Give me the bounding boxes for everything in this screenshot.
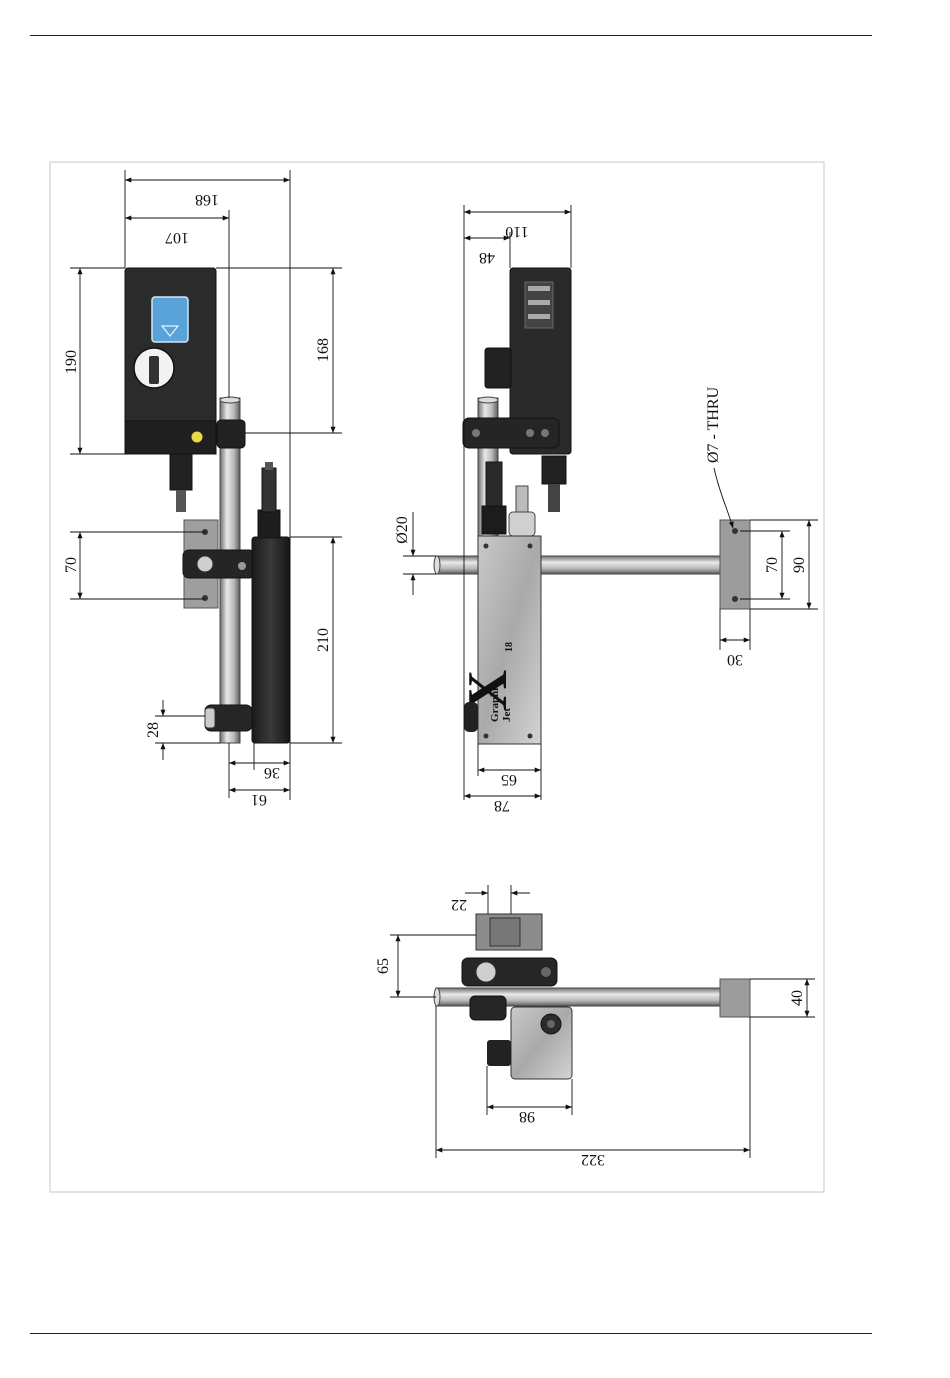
dim-90-plate: 90 (791, 557, 808, 573)
dim-70-bracket: 70 (63, 557, 80, 573)
brand-model: 18 (504, 642, 515, 652)
right-view: X Graphic Jet 18 (394, 205, 818, 814)
dim-110-width: 110 (505, 223, 528, 240)
dim-48-width: 48 (479, 249, 495, 266)
hole-callout: Ø7 - THRU (705, 386, 722, 463)
dim-65-height: 65 (375, 958, 392, 974)
dim-40-end: 40 (789, 990, 806, 1006)
status-led-icon (191, 431, 203, 443)
dim-30-plate: 30 (727, 651, 743, 668)
dim-22-width: 22 (451, 896, 467, 913)
dim-78-width: 78 (494, 797, 510, 814)
ink-reservoir (252, 537, 290, 743)
dim-322-total: 322 (581, 1151, 605, 1168)
dim-107-width: 107 (165, 229, 189, 246)
dim-210-height: 210 (315, 628, 332, 652)
dim-98-width: 98 (519, 1108, 535, 1125)
dim-rod-diameter: Ø20 (394, 516, 411, 544)
dim-36-width: 36 (264, 764, 280, 781)
bottom-view: 22 65 40 98 322 (375, 885, 815, 1168)
dim-61-width: 61 (251, 791, 267, 808)
dim-190-height: 190 (63, 350, 80, 374)
left-view: 168 107 190 168 70 210 28 36 61 (63, 170, 342, 808)
dim-70-holes: 70 (764, 557, 781, 573)
dim-28-offset: 28 (145, 722, 162, 738)
dim-65-width: 65 (501, 771, 517, 788)
dim-168-height: 168 (315, 338, 332, 362)
brand-line1: Graphic (489, 683, 501, 722)
dim-168-width: 168 (195, 191, 219, 208)
brand-line2: Jet (501, 708, 513, 722)
